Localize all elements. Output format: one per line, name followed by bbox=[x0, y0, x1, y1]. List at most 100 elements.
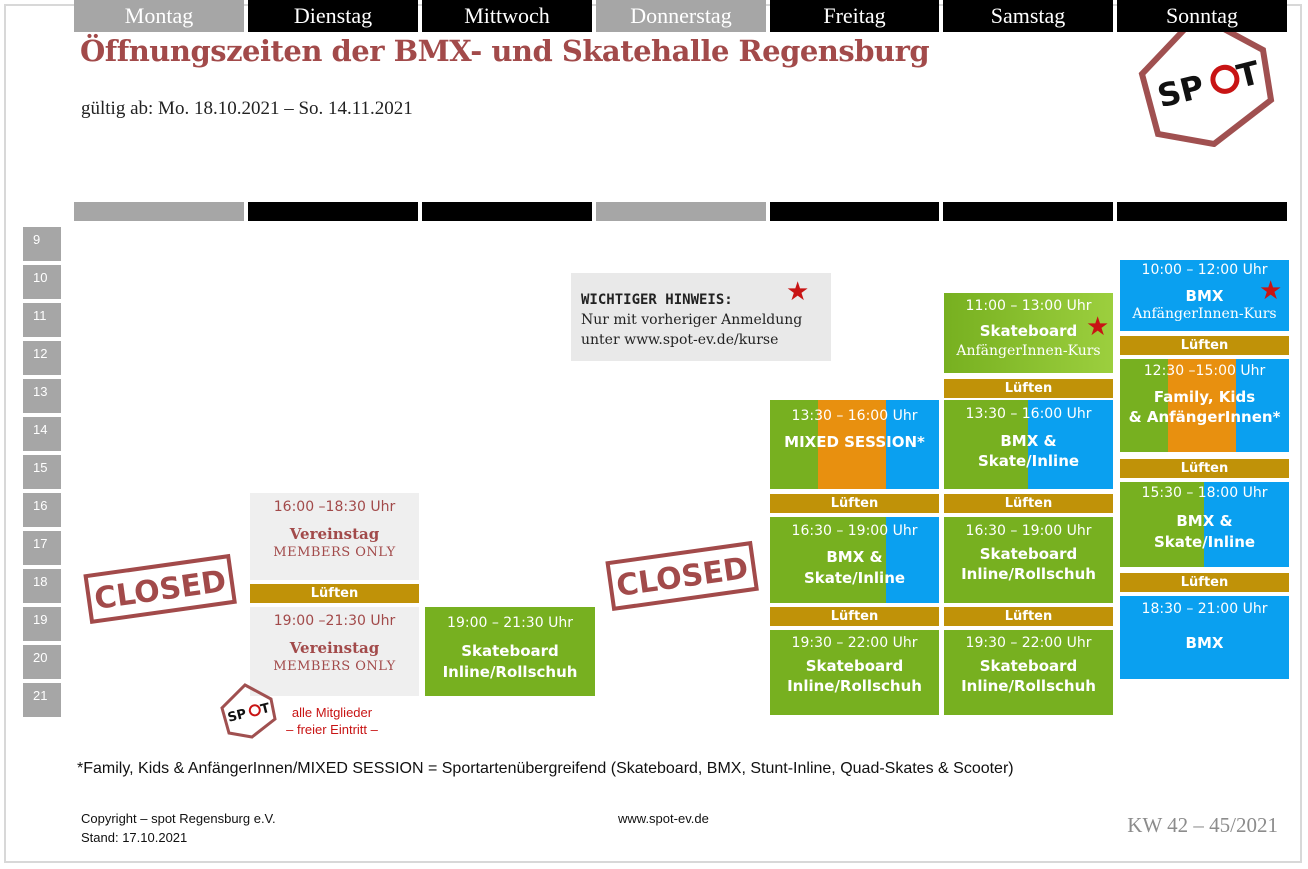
footer-left: Copyright – spot Regensburg e.V. Stand: … bbox=[81, 809, 276, 847]
day-header-monday: Montag bbox=[74, 0, 244, 32]
slot-title: Vereinstag bbox=[289, 525, 380, 543]
luften-bar: Lüften bbox=[944, 494, 1113, 513]
day-header-sunday: Sonntag bbox=[1117, 0, 1287, 32]
slot-time: 11:00 – 13:00 Uhr bbox=[965, 298, 1092, 314]
luften-bar: Lüften bbox=[1120, 573, 1289, 592]
day-subbar-tuesday bbox=[248, 202, 418, 221]
members-note: alle Mitglieder – freier Eintritt – bbox=[272, 704, 392, 738]
slot-subtitle: Inline/Rollschuh bbox=[442, 663, 578, 681]
slot-title: Family, Kids bbox=[1153, 388, 1256, 406]
color-split bbox=[886, 517, 939, 603]
hour-label: 21 bbox=[23, 683, 61, 717]
day-subbar-monday bbox=[74, 202, 244, 221]
slot-time: 13:30 – 16:00 Uhr bbox=[791, 408, 918, 424]
slot-time: 18:30 – 21:00 Uhr bbox=[1141, 601, 1268, 617]
svg-text:SP: SP bbox=[226, 707, 248, 726]
slot-title: Skateboard bbox=[979, 657, 1078, 675]
slot-title: Vereinstag bbox=[289, 639, 380, 657]
footer-url[interactable]: www.spot-ev.de bbox=[618, 811, 709, 826]
svg-text:T: T bbox=[259, 701, 271, 718]
svg-text:T: T bbox=[1233, 53, 1264, 95]
slot-saturday-bmx-skate: 13:30 – 16:00 Uhr BMX & Skate/Inline bbox=[944, 400, 1113, 489]
slot-sunday-bmx: 18:30 – 21:00 Uhr BMX bbox=[1120, 596, 1289, 679]
star-icon: ★ bbox=[1086, 311, 1110, 341]
color-split bbox=[886, 400, 939, 489]
slot-subtitle: Skate/Inline bbox=[977, 452, 1080, 470]
luften-bar: Lüften bbox=[770, 607, 939, 626]
color-split bbox=[1168, 359, 1236, 452]
slot-title: BMX bbox=[1185, 287, 1224, 305]
members-note-line: alle Mitglieder bbox=[291, 705, 373, 720]
luften-bar: Lüften bbox=[770, 494, 939, 513]
calendar-week: KW 42 – 45/2021 bbox=[1127, 813, 1278, 837]
slot-title: BMX bbox=[1185, 634, 1224, 652]
slot-saturday-skateboard-course: 11:00 – 13:00 Uhr Skateboard AnfängerInn… bbox=[944, 293, 1113, 373]
slot-time: 19:00 – 21:30 Uhr bbox=[447, 615, 573, 631]
day-header-wednesday: Mittwoch bbox=[422, 0, 592, 32]
slot-time: 19:00 –21:30 Uhr bbox=[273, 613, 396, 629]
closed-stamp-monday: CLOSED bbox=[83, 553, 237, 625]
stand-date: Stand: 17.10.2021 bbox=[81, 830, 188, 845]
day-header-thursday: Donnerstag bbox=[596, 0, 766, 32]
luften-bar: Lüften bbox=[250, 584, 419, 603]
spot-logo: SP T bbox=[1138, 12, 1275, 147]
closed-stamp-thursday: CLOSED bbox=[605, 540, 759, 612]
star-icon: ★ bbox=[786, 276, 810, 306]
hour-label: 10 bbox=[23, 265, 61, 299]
important-notice: WICHTIGER HINWEIS: Nur mit vorheriger An… bbox=[571, 273, 831, 361]
hour-label: 16 bbox=[23, 493, 61, 527]
luften-bar: Lüften bbox=[944, 607, 1113, 626]
slot-saturday-skateboard-2: 19:30 – 22:00 Uhr Skateboard Inline/Roll… bbox=[944, 630, 1113, 715]
slot-friday-mixed-session: 13:30 – 16:00 Uhr MIXED SESSION* bbox=[770, 400, 939, 489]
color-split bbox=[1236, 359, 1289, 452]
slot-title: MIXED SESSION* bbox=[784, 433, 925, 451]
slot-subtitle: Skate/Inline bbox=[803, 569, 906, 587]
slot-time: 19:30 – 22:00 Uhr bbox=[965, 635, 1092, 651]
slot-friday-bmx-skate: 16:30 – 19:00 Uhr BMX & Skate/Inline bbox=[770, 517, 939, 603]
slot-sunday-bmx-course: 10:00 – 12:00 Uhr BMX AnfängerInnen-Kurs bbox=[1120, 260, 1289, 331]
slot-subtitle: Inline/Rollschuh bbox=[961, 677, 1096, 695]
luften-bar: Lüften bbox=[1120, 336, 1289, 355]
day-subbar-wednesday bbox=[422, 202, 592, 221]
slot-title: BMX & bbox=[826, 548, 883, 566]
slot-subtitle: & AnfängerInnen* bbox=[1128, 408, 1281, 426]
color-split bbox=[818, 400, 886, 489]
luften-bar: Lüften bbox=[944, 379, 1113, 398]
footnote: *Family, Kids & AnfängerInnen/MIXED SESS… bbox=[77, 760, 1014, 777]
hour-label: 13 bbox=[23, 379, 61, 413]
day-header-saturday: Samstag bbox=[943, 0, 1113, 32]
day-subbar-friday bbox=[770, 202, 939, 221]
members-note-line: – freier Eintritt – bbox=[286, 722, 378, 737]
slot-wednesday-skateboard: 19:00 – 21:30 Uhr Skateboard Inline/Roll… bbox=[425, 607, 595, 696]
slot-time: 13:30 – 16:00 Uhr bbox=[965, 406, 1092, 422]
spot-small-logo: SP T bbox=[220, 683, 277, 739]
day-subbar-saturday bbox=[943, 202, 1113, 221]
slot-sunday-family-kids: 12:30 –15:00 Uhr Family, Kids & Anfänger… bbox=[1120, 359, 1289, 452]
slot-title: BMX & bbox=[1176, 512, 1233, 530]
slot-title: Skateboard bbox=[979, 322, 1078, 340]
hour-label: 15 bbox=[23, 455, 61, 489]
notice-title: WICHTIGER HINWEIS: bbox=[581, 292, 733, 308]
slot-tuesday-vereinstag-1: 16:00 –18:30 Uhr Vereinstag MEMBERS ONLY bbox=[250, 493, 419, 580]
slot-time: 19:30 – 22:00 Uhr bbox=[791, 635, 918, 651]
hour-label: 17 bbox=[23, 531, 61, 565]
slot-subtitle: AnfängerInnen-Kurs bbox=[956, 343, 1101, 359]
slot-subtitle: Inline/Rollschuh bbox=[961, 565, 1096, 583]
slot-subtitle: MEMBERS ONLY bbox=[273, 659, 396, 674]
slot-subtitle: MEMBERS ONLY bbox=[273, 545, 396, 560]
svg-text:SP: SP bbox=[1154, 67, 1208, 115]
hour-label: 14 bbox=[23, 417, 61, 451]
notice-line: Nur mit vorheriger Anmeldung bbox=[581, 312, 803, 328]
copyright: Copyright – spot Regensburg e.V. bbox=[81, 811, 276, 826]
hour-label: 20 bbox=[23, 645, 61, 679]
slot-time: 16:30 – 19:00 Uhr bbox=[791, 523, 918, 539]
slot-title: BMX & bbox=[1000, 432, 1057, 450]
color-split bbox=[1028, 400, 1113, 489]
slot-sunday-bmx-skate: 15:30 – 18:00 Uhr BMX & Skate/Inline bbox=[1120, 482, 1289, 567]
color-split bbox=[1204, 482, 1289, 567]
slot-title: Skateboard bbox=[979, 545, 1078, 563]
hour-label: 18 bbox=[23, 569, 61, 603]
slot-subtitle: Skate/Inline bbox=[1153, 533, 1256, 551]
slot-time: 16:30 – 19:00 Uhr bbox=[965, 523, 1092, 539]
slot-time: 10:00 – 12:00 Uhr bbox=[1141, 262, 1268, 278]
